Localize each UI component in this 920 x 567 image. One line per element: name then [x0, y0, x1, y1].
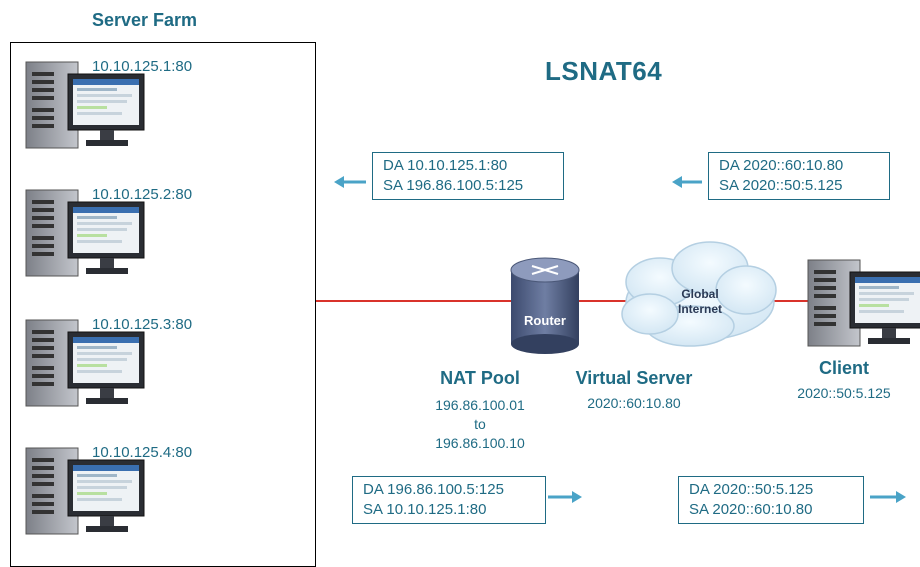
server-2-icon: [25, 189, 145, 277]
cloud-line-2: Internet: [677, 302, 722, 316]
packet-box-top-right: DA 2020::60:10.80 SA 2020::50:5.125: [708, 152, 890, 200]
packet-da: DA 2020::50:5.125: [689, 481, 814, 498]
server-4-computer: [24, 440, 154, 545]
packet-da: DA 10.10.125.1:80: [383, 157, 508, 174]
packet-sa: SA 196.86.100.5:125: [383, 177, 524, 194]
packet-da: DA 2020::60:10.80: [719, 157, 844, 174]
virtual-server: Virtual Server 2020::60:10.80: [558, 368, 710, 411]
nat-pool-start: 196.86.100.01: [435, 397, 525, 413]
virtual-server-address: 2020::60:10.80: [587, 395, 681, 411]
client: Client 2020::50:5.125: [782, 358, 906, 401]
server-1-icon: [25, 61, 145, 149]
server-3-icon: [25, 319, 145, 407]
virtual-server-title: Virtual Server: [575, 368, 693, 388]
client-icon: [807, 259, 920, 347]
server-4-address: 10.10.125.4:80: [92, 444, 193, 461]
cloud-label: Global Internet: [650, 287, 750, 317]
client-computer: [806, 252, 920, 357]
packet-box-bottom-right: DA 2020::50:5.125 SA 2020::60:10.80: [678, 476, 864, 524]
server-farm-title: Server Farm: [92, 10, 198, 30]
packet-da: DA 196.86.100.5:125: [363, 481, 504, 498]
server-1-address: 10.10.125.1:80: [92, 58, 193, 75]
server-3-computer: [24, 312, 154, 417]
packet-sa: SA 2020::60:10.80: [689, 501, 813, 518]
nat-pool: NAT Pool 196.86.100.01 to 196.86.100.10: [410, 368, 550, 453]
internet-cloud-icon: [621, 241, 777, 347]
server-2-address: 10.10.125.2:80: [92, 186, 193, 203]
server-1-computer: [24, 54, 154, 159]
arrow-right-router: [548, 491, 582, 503]
packet-sa: SA 10.10.125.1:80: [363, 501, 487, 518]
diagram-title: LSNAT64: [545, 56, 663, 86]
client-title: Client: [818, 358, 869, 378]
server-3-address: 10.10.125.3:80: [92, 316, 193, 333]
packet-sa: SA 2020::50:5.125: [719, 177, 843, 194]
server-4-icon: [25, 447, 145, 535]
arrow-left-farm: [334, 176, 366, 188]
nat-pool-end: 196.86.100.10: [435, 435, 525, 451]
nat-pool-to: to: [474, 416, 486, 432]
router-icon: [510, 257, 580, 354]
packet-box-bottom-left: DA 196.86.100.5:125 SA 10.10.125.1:80: [352, 476, 546, 524]
router-label: Router: [524, 313, 566, 328]
client-address: 2020::50:5.125: [797, 385, 891, 401]
cloud-line-1: Global: [681, 287, 719, 301]
arrow-right-client: [870, 491, 906, 503]
nat-pool-title: NAT Pool: [440, 368, 520, 388]
packet-box-top-left: DA 10.10.125.1:80 SA 196.86.100.5:125: [372, 152, 564, 200]
arrow-left-router: [672, 176, 702, 188]
server-2-computer: [24, 182, 154, 287]
